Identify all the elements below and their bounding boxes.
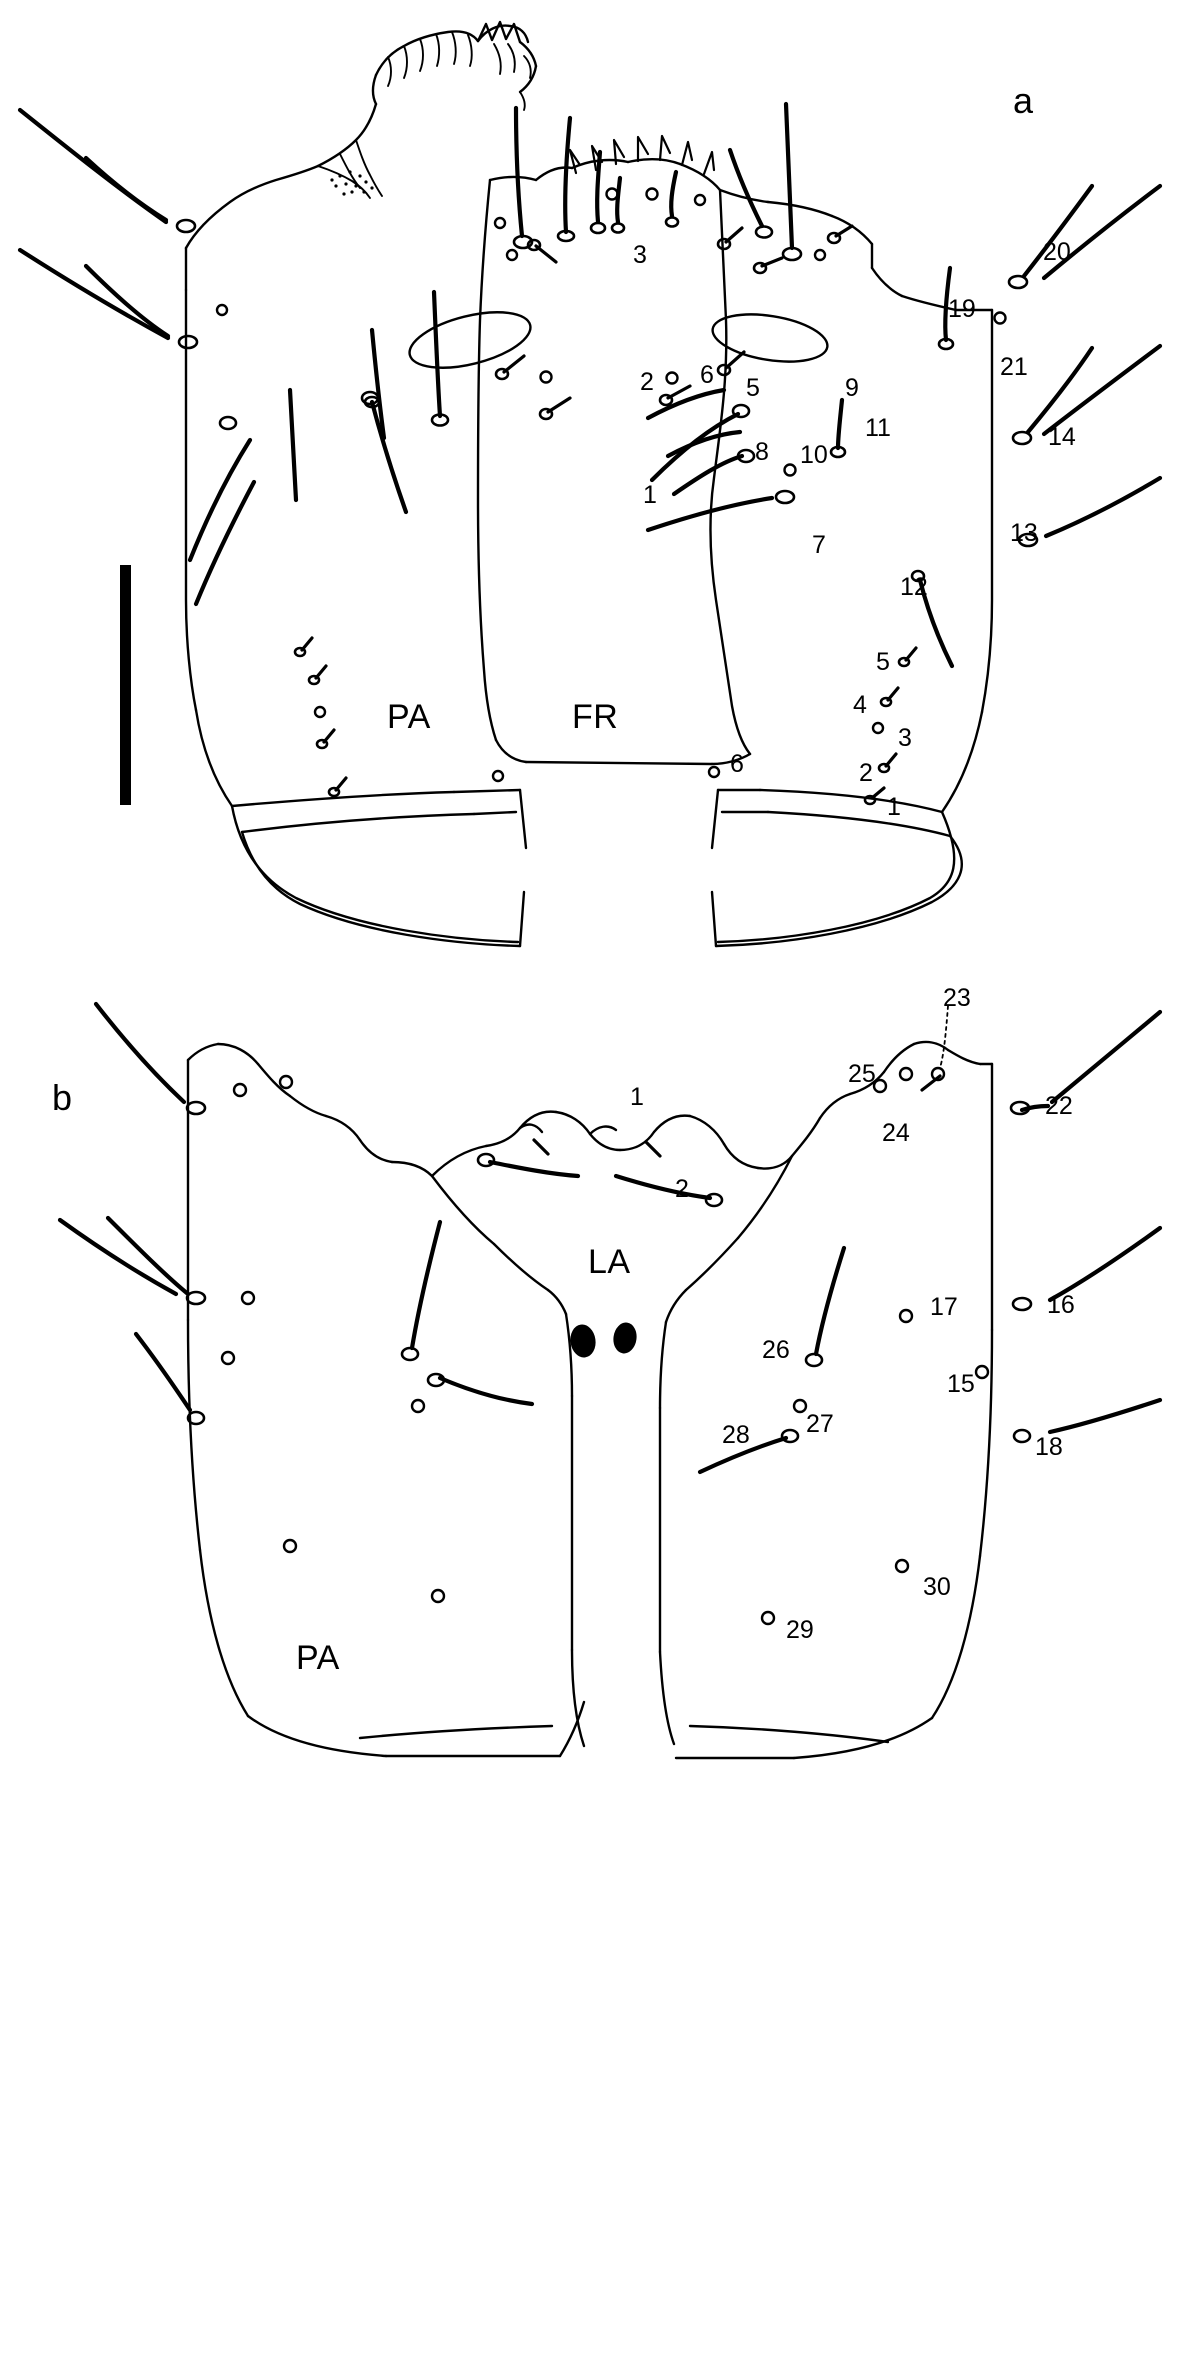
pore — [410, 1398, 426, 1414]
pore — [792, 1398, 808, 1414]
sclerite-ellipse-right — [711, 313, 829, 363]
number-label-a-10: 10 — [800, 441, 828, 469]
number-label-a-6u: 6 — [700, 361, 714, 389]
number-label-b-1: 1 — [630, 1083, 644, 1111]
pore — [491, 769, 505, 783]
panel-a-artwork — [17, 20, 1163, 948]
pore — [898, 1066, 914, 1082]
number-label-a-11: 11 — [865, 414, 891, 442]
pore — [693, 193, 707, 207]
number-label-a-20: 20 — [1043, 238, 1071, 266]
number-label-b-2: 2 — [675, 1175, 689, 1203]
number-label-a-5u: 5 — [746, 374, 760, 402]
number-label-b-28: 28 — [722, 1421, 750, 1449]
number-label-a-2l: 2 — [859, 759, 873, 787]
number-label-a-4l: 4 — [853, 691, 867, 719]
pore — [215, 303, 229, 317]
number-label-a-21: 21 — [1000, 353, 1028, 381]
pore — [760, 1610, 776, 1626]
number-label-a-12: 12 — [900, 573, 928, 601]
number-label-a-5l: 5 — [876, 648, 890, 676]
pore — [282, 1538, 298, 1554]
number-label-a-9: 9 — [845, 374, 859, 402]
pore-column-right — [707, 646, 918, 806]
pore — [539, 370, 553, 384]
number-label-b-22: 22 — [1045, 1092, 1073, 1120]
setae-left-margin — [17, 107, 257, 607]
number-label-b-25: 25 — [848, 1060, 876, 1088]
number-label-a-3l: 3 — [898, 724, 912, 752]
pore — [813, 248, 827, 262]
number-label-a-3: 3 — [633, 241, 647, 269]
pore — [240, 1290, 256, 1306]
pore — [993, 311, 1007, 325]
seta-2 — [613, 1173, 713, 1201]
pore — [894, 1558, 910, 1574]
ocellus-right — [613, 1322, 637, 1354]
region-label-la-b: LA — [588, 1243, 631, 1281]
pore — [871, 721, 885, 735]
region-label-pa-a: PA — [387, 698, 431, 736]
pore — [505, 248, 519, 262]
pore — [605, 187, 619, 201]
ocellus-left — [570, 1324, 596, 1358]
number-label-b-26: 26 — [762, 1336, 790, 1364]
seta — [369, 399, 409, 515]
number-label-a-6l: 6 — [730, 750, 744, 778]
pore — [783, 463, 797, 477]
pore — [665, 371, 679, 385]
setae-right-b — [697, 1009, 1163, 1475]
seta — [409, 1219, 443, 1351]
number-label-b-23: 23 — [943, 984, 971, 1012]
number-label-b-30: 30 — [923, 1573, 951, 1601]
number-label-a-19: 19 — [948, 295, 976, 323]
pore — [898, 1308, 914, 1324]
seta — [369, 327, 387, 441]
panel-label-a: a — [1013, 80, 1034, 121]
panel-b-artwork — [57, 1001, 1163, 1760]
pore — [974, 1364, 990, 1380]
number-label-a-14: 14 — [1048, 423, 1076, 451]
pore — [220, 1350, 236, 1366]
seta — [287, 387, 299, 503]
number-label-b-16: 16 — [1047, 1291, 1075, 1319]
setae-left-b — [57, 1001, 207, 1426]
lead-line-23 — [939, 1005, 949, 1069]
number-label-a-2u: 2 — [640, 368, 654, 396]
scale-bar — [120, 565, 131, 805]
region-label-fr-a: FR — [572, 698, 619, 736]
number-label-b-24: 24 — [882, 1119, 910, 1147]
number-label-a-1l: 1 — [887, 793, 901, 821]
pore — [493, 216, 507, 230]
stipple-texture — [330, 170, 374, 196]
pore — [430, 1588, 446, 1604]
pore — [707, 765, 721, 779]
pore — [313, 705, 327, 719]
number-label-a-13: 13 — [1010, 519, 1038, 547]
panel-label-b: b — [52, 1077, 73, 1118]
number-label-b-17: 17 — [930, 1293, 958, 1321]
pore — [872, 1078, 888, 1094]
number-label-b-15: 15 — [947, 1370, 975, 1398]
number-label-b-29: 29 — [786, 1616, 814, 1644]
number-label-b-18: 18 — [1035, 1433, 1063, 1461]
number-label-a-8: 8 — [755, 438, 769, 466]
pore — [645, 187, 659, 201]
setae-right-margin — [910, 183, 1163, 669]
pore-column-left — [293, 636, 505, 798]
pore — [232, 1082, 248, 1098]
number-label-a-1u: 1 — [643, 481, 657, 509]
number-label-a-7: 7 — [812, 531, 826, 559]
pore — [278, 1074, 294, 1090]
setae-upper-centre — [512, 101, 854, 275]
region-label-pa-b: PA — [296, 1639, 340, 1677]
seta — [437, 1375, 535, 1407]
setae-mid-group — [538, 384, 847, 533]
pore — [930, 1066, 946, 1082]
mandible-armature — [371, 20, 538, 111]
sclerite-ellipse-left — [408, 311, 532, 369]
number-label-b-27: 27 — [806, 1410, 834, 1438]
seta-1 — [487, 1159, 581, 1179]
